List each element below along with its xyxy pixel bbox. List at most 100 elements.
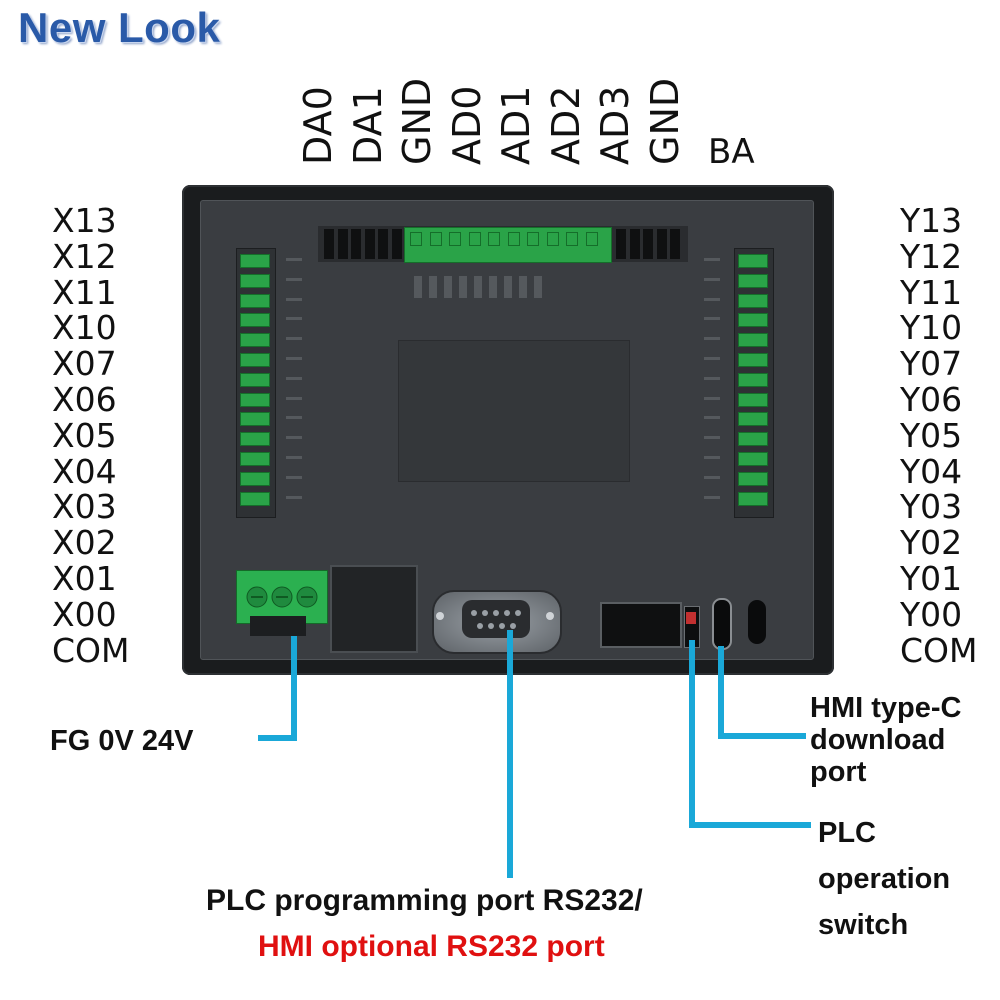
silkscreen-mark	[286, 277, 302, 281]
terminal-pin	[527, 232, 539, 246]
terminal-slot	[378, 229, 388, 259]
left_terminals-label: X10	[52, 308, 117, 348]
plc-switch-callout: PLC operation switch	[818, 810, 950, 948]
left_terminals-label: X00	[52, 594, 117, 634]
silkscreen-mark	[704, 436, 720, 440]
hmi-typec-line-1: HMI type-C	[810, 692, 962, 724]
left_terminals-label: X01	[52, 558, 117, 598]
db9-pin-icons	[471, 610, 521, 629]
right_terminals-label: Y04	[900, 451, 963, 491]
top-terminal-label: AD2	[543, 85, 588, 165]
switch-knob	[686, 612, 696, 624]
terminal-pin	[240, 392, 270, 407]
left_terminals-label: X02	[52, 523, 117, 563]
right_terminals-label: COM	[900, 630, 978, 670]
top-terminal-label: AD0	[444, 85, 489, 165]
terminal-pin	[738, 273, 768, 288]
silkscreen-mark	[504, 276, 512, 298]
silkscreen-mark	[704, 277, 720, 281]
ethernet-port	[330, 565, 418, 653]
terminal-pin	[546, 232, 559, 246]
silkscreen-mark	[704, 317, 720, 321]
left_terminals-label: X04	[52, 451, 117, 491]
power-callout: FG 0V 24V	[50, 725, 194, 757]
terminal-pin	[488, 232, 500, 246]
typec-wire-vertical	[718, 646, 724, 738]
rs232-line-2: HMI optional RS232 port	[258, 930, 605, 963]
top-terminal-label: DA1	[345, 86, 390, 165]
terminal-slot	[324, 229, 334, 259]
brand-logo-text: New Look	[18, 4, 221, 51]
top-terminal-label: DA0	[296, 86, 340, 165]
terminal-pin	[240, 254, 270, 268]
silkscreen-mark	[286, 396, 302, 400]
terminal-slot	[351, 229, 361, 259]
silkscreen-mark	[286, 376, 302, 380]
silkscreen-mark	[519, 276, 527, 298]
silkscreen-mark	[286, 337, 302, 341]
terminal-pin	[738, 333, 768, 348]
terminal-pin	[738, 452, 768, 466]
terminal-slot	[337, 229, 348, 259]
hmi-typec-line-3: port	[810, 756, 867, 788]
ba-label: BA	[708, 132, 755, 172]
terminal-pin	[738, 372, 768, 387]
right_terminals-label: Y00	[900, 594, 963, 634]
silkscreen-mark	[286, 357, 302, 360]
top-terminal-label: GND	[395, 77, 439, 165]
terminal-pin	[738, 353, 768, 367]
plc-switch-line-2: operation	[818, 863, 951, 895]
right_terminals-label: Y07	[900, 344, 963, 384]
db9-connector-face	[462, 600, 530, 638]
center-window	[398, 340, 630, 482]
terminal-pin	[240, 273, 270, 288]
terminal-pin	[738, 392, 768, 407]
right_terminals-label: Y11	[900, 272, 963, 312]
terminal-pin	[240, 432, 270, 447]
silkscreen-mark	[459, 276, 467, 298]
left_terminals-label: X07	[52, 344, 117, 384]
power-wire-vertical	[291, 636, 297, 740]
silkscreen-mark	[704, 475, 720, 479]
silkscreen-mark	[286, 456, 302, 459]
left_terminals-label: X06	[52, 379, 117, 419]
terminal-slot	[616, 229, 626, 259]
silkscreen-mark	[704, 376, 720, 380]
left_terminals-label: X03	[52, 487, 117, 527]
silkscreen-mark	[429, 276, 437, 298]
silkscreen-mark	[704, 258, 720, 261]
power-screw-icons	[246, 586, 318, 608]
silkscreen-mark	[474, 276, 482, 298]
terminal-pin	[566, 232, 578, 246]
usb-a-port	[600, 602, 682, 648]
typec-wire-horizontal	[718, 733, 806, 739]
terminal-slot	[670, 229, 680, 259]
terminal-slot	[629, 229, 640, 259]
top-terminal-label: GND	[642, 77, 687, 165]
left_terminals-label: COM	[52, 630, 130, 670]
left_terminals-label: X12	[52, 236, 117, 276]
plc-switch-line-1: PLC	[818, 817, 876, 849]
silkscreen-mark	[704, 416, 720, 420]
terminal-pin	[240, 293, 270, 308]
silkscreen-mark	[286, 436, 302, 440]
right_terminals-label: Y01	[900, 558, 963, 598]
right_terminals-label: Y06	[900, 379, 963, 419]
silkscreen-mark	[704, 297, 720, 301]
rs232-callout: PLC programming port RS232/ HMI optional…	[206, 878, 643, 970]
terminal-slot	[643, 229, 653, 259]
terminal-pin	[240, 452, 270, 466]
terminal-pin	[738, 432, 768, 447]
terminal-slot	[364, 229, 375, 259]
top-terminal-label: AD3	[593, 85, 637, 165]
silkscreen-mark	[704, 396, 720, 400]
terminal-pin	[738, 491, 768, 506]
terminal-pin	[240, 491, 270, 506]
terminal-pin	[240, 313, 270, 328]
terminal-pin	[738, 293, 768, 308]
left_terminals-label: X11	[52, 272, 117, 312]
right_terminals-label: Y03	[900, 487, 963, 527]
oval-port	[748, 600, 766, 644]
terminal-pin	[240, 471, 270, 486]
